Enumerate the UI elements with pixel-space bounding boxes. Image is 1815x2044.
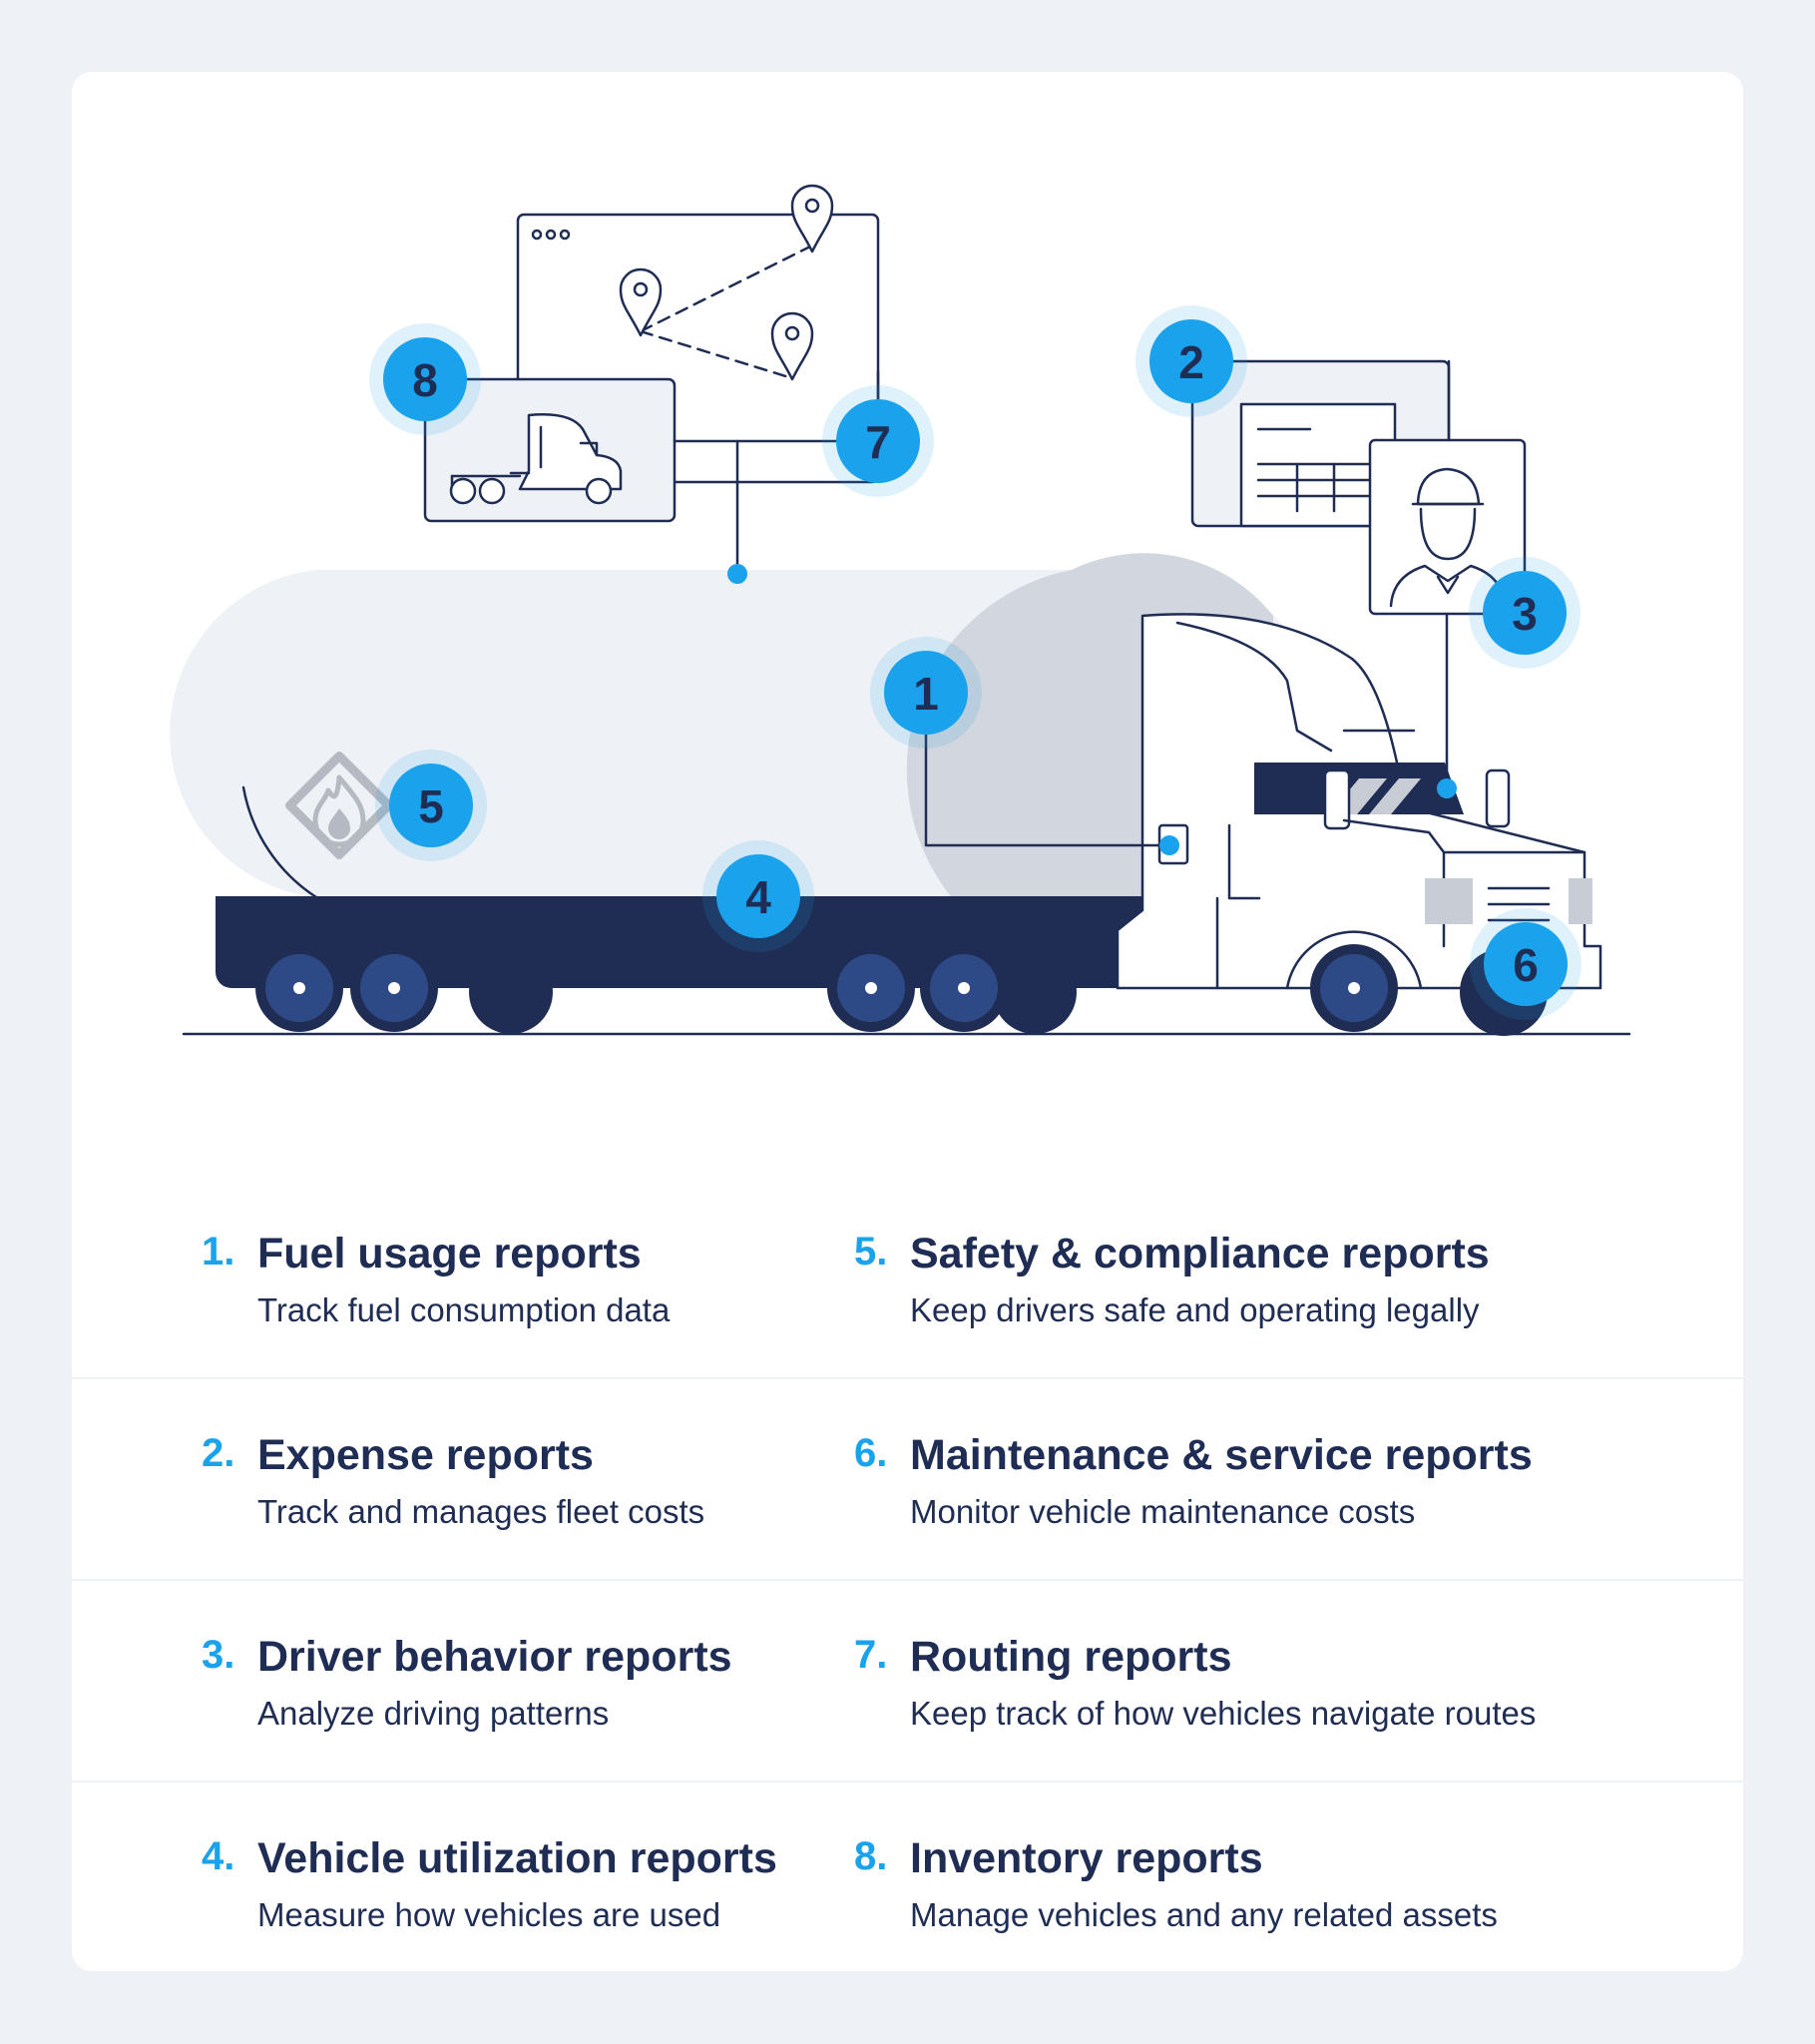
- report-legend: 1. Fuel usage reports Track fuel consump…: [72, 1178, 1743, 1982]
- legend-row: 1. Fuel usage reports Track fuel consump…: [72, 1178, 1743, 1377]
- connector-dots: [727, 564, 1457, 855]
- legend-description: Measure how vehicles are used: [257, 1896, 721, 1933]
- inventory-truck-panel: [423, 377, 677, 523]
- legend-number: 5.: [854, 1230, 888, 1274]
- legend-title: Maintenance & service reports: [910, 1431, 1533, 1479]
- legend-row: 4. Vehicle utilization reports Measure h…: [72, 1781, 1743, 1982]
- svg-text:3: 3: [1512, 588, 1538, 640]
- legend-description: Keep drivers safe and operating legally: [910, 1291, 1480, 1328]
- window-dots-icon: [531, 229, 571, 241]
- badge-4: 4: [702, 840, 814, 952]
- truck-icon: [449, 413, 623, 505]
- legend-title: Expense reports: [257, 1431, 594, 1479]
- legend-description: Monitor vehicle maintenance costs: [910, 1493, 1416, 1530]
- legend-title: Vehicle utilization reports: [257, 1834, 777, 1882]
- svg-text:2: 2: [1178, 336, 1204, 388]
- legend-description: Keep track of how vehicles navigate rout…: [910, 1695, 1537, 1732]
- svg-text:5: 5: [418, 780, 444, 832]
- legend-number: 2.: [202, 1431, 235, 1475]
- svg-text:4: 4: [745, 871, 771, 923]
- legend-title: Inventory reports: [910, 1834, 1263, 1882]
- svg-text:8: 8: [412, 354, 438, 406]
- fleet-reports-illustration: 1 2 3 4 5 6 7: [170, 184, 1631, 1036]
- badge-6: 6: [1470, 908, 1582, 1020]
- legend-number: 4.: [202, 1834, 235, 1878]
- legend-row: 2. Expense reports Track and manages fle…: [72, 1377, 1743, 1579]
- map-pin-icon: [619, 267, 663, 337]
- legend-title: Fuel usage reports: [257, 1230, 642, 1278]
- hazmat-flame-icon: [285, 752, 393, 859]
- infographic-card: 1 2 3 4 5 6 7: [72, 72, 1743, 1971]
- badge-5: 5: [375, 750, 487, 861]
- badge-8: 8: [369, 323, 481, 435]
- legend-description: Track fuel consumption data: [257, 1291, 671, 1328]
- legend-title: Driver behavior reports: [257, 1633, 732, 1681]
- legend-number: 6.: [854, 1431, 888, 1475]
- legend-description: Track and manages fleet costs: [257, 1493, 705, 1530]
- map-pin-icon: [770, 311, 814, 381]
- svg-text:7: 7: [865, 416, 891, 468]
- driver-avatar-icon: [1368, 438, 1527, 616]
- legend-number: 1.: [202, 1230, 235, 1274]
- legend-row: 3. Driver behavior reports Analyze drivi…: [72, 1579, 1743, 1781]
- svg-text:1: 1: [913, 668, 939, 720]
- legend-number: 7.: [854, 1633, 888, 1677]
- map-pin-icon: [790, 184, 834, 254]
- legend-title: Safety & compliance reports: [910, 1230, 1490, 1278]
- badge-7: 7: [822, 385, 934, 497]
- legend-number: 3.: [202, 1633, 235, 1677]
- svg-text:6: 6: [1513, 939, 1539, 991]
- legend-title: Routing reports: [910, 1633, 1232, 1681]
- badge-1: 1: [870, 637, 982, 749]
- legend-description: Analyze driving patterns: [257, 1695, 610, 1732]
- trailer-wheels: [255, 944, 1077, 1034]
- badge-2: 2: [1135, 305, 1247, 417]
- badge-3: 3: [1469, 557, 1581, 669]
- legend-description: Manage vehicles and any related assets: [910, 1896, 1498, 1933]
- legend-number: 8.: [854, 1834, 888, 1878]
